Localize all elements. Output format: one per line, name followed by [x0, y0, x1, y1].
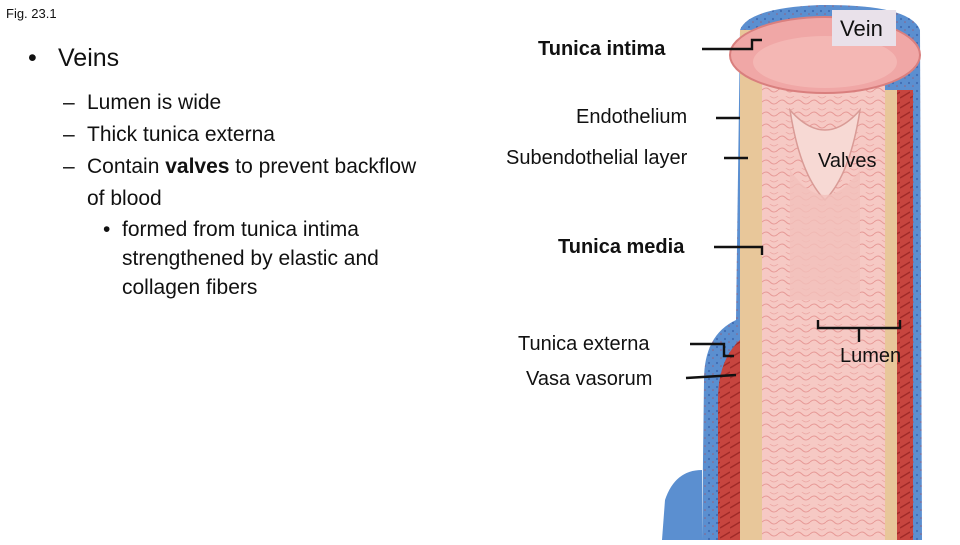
- bullet-dot: •: [28, 44, 37, 72]
- figure-label: Fig. 23.1: [6, 6, 57, 21]
- label-tunica-media: Tunica media: [558, 236, 685, 258]
- sub-sub-line3: collagen fibers: [122, 276, 258, 299]
- sub-bullet-externa-text: Thick tunica externa: [87, 123, 275, 146]
- bullet-veins: • Veins: [28, 44, 416, 73]
- valve-cusps: [788, 107, 862, 202]
- label-subendothelial: Subendothelial layer: [506, 147, 688, 169]
- valves-bold: valves: [165, 155, 230, 178]
- sub-sub-bullet-intima: •formed from tunica intima strengthened …: [103, 215, 416, 302]
- bullet-list: • Veins –Lumen is wide –Thick tunica exte…: [28, 44, 416, 302]
- vein-diagram: Tunica intima Endothelium Subendothelial…: [490, 0, 960, 541]
- sub-sub-line1: formed from tunica intima: [122, 218, 359, 241]
- valves-suffix: to prevent backflow: [229, 155, 417, 178]
- label-endothelium: Endothelium: [576, 106, 688, 128]
- label-vasa-vasorum: Vasa vasorum: [526, 368, 653, 390]
- leader-lines: [685, 38, 902, 380]
- sub-sub-line2: strengthened by elastic and: [122, 247, 379, 270]
- subendothelial-shape: [740, 30, 762, 540]
- sub-bullet-valves: –Contain valves to prevent backflow of b…: [63, 151, 416, 215]
- bullet-veins-text: Veins: [58, 44, 120, 72]
- sub-bullet-lumen-text: Lumen is wide: [87, 91, 222, 114]
- sub-bullet-lumen: –Lumen is wide: [63, 91, 222, 114]
- sub-bullet-externa: –Thick tunica externa: [63, 123, 275, 146]
- label-tunica-intima: Tunica intima: [538, 38, 666, 60]
- vein-badge-bg: [832, 10, 896, 46]
- label-tunica-externa: Tunica externa: [518, 333, 650, 355]
- vein-illustration: [662, 4, 922, 541]
- label-lumen: Lumen: [840, 345, 902, 367]
- valves-continuation: of blood: [87, 187, 162, 210]
- vasa-branch: [662, 470, 702, 540]
- label-valves: Valves: [818, 150, 877, 172]
- valves-prefix: Contain: [87, 155, 166, 178]
- label-vein: Vein: [840, 16, 883, 41]
